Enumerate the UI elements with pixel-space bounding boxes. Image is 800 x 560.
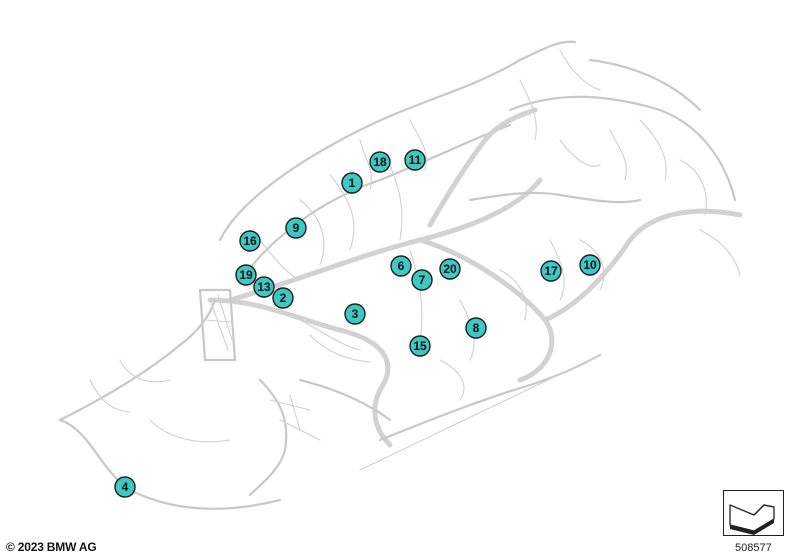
callout-15-label: 15 [413, 339, 427, 353]
callout-10[interactable]: 10 [579, 254, 601, 276]
callout-20[interactable]: 20 [439, 258, 461, 280]
callout-17-label: 17 [544, 264, 558, 278]
callout-15[interactable]: 15 [409, 335, 431, 357]
callout-18[interactable]: 18 [369, 151, 391, 173]
callout-2[interactable]: 2 [272, 287, 294, 309]
copyright-notice: © 2023 BMW AG [6, 540, 97, 554]
callout-7-label: 7 [419, 273, 426, 287]
callout-16-label: 16 [243, 234, 257, 248]
callout-13-label: 13 [257, 280, 271, 294]
callout-13[interactable]: 13 [253, 276, 275, 298]
callout-9-label: 9 [293, 221, 300, 235]
callout-4-label: 4 [122, 480, 129, 494]
callout-8-label: 8 [473, 321, 480, 335]
callout-9[interactable]: 9 [285, 217, 307, 239]
callout-19[interactable]: 19 [235, 264, 257, 286]
callout-4[interactable]: 4 [114, 476, 136, 498]
callout-11-label: 11 [409, 153, 422, 167]
callout-6-label: 6 [398, 259, 405, 273]
callout-3-label: 3 [352, 307, 359, 321]
callout-7[interactable]: 7 [411, 269, 433, 291]
callout-3[interactable]: 3 [344, 303, 366, 325]
callout-6[interactable]: 6 [390, 255, 412, 277]
callout-17[interactable]: 17 [540, 260, 562, 282]
callout-20-label: 20 [443, 262, 457, 276]
callout-10-label: 10 [583, 258, 597, 272]
callout-16[interactable]: 16 [239, 230, 261, 252]
callout-2-label: 2 [280, 291, 287, 305]
callout-18-label: 18 [373, 155, 387, 169]
callout-1[interactable]: 1 [341, 172, 363, 194]
callout-19-label: 19 [239, 268, 253, 282]
callout-8[interactable]: 8 [465, 317, 487, 339]
callout-11[interactable]: 11 [404, 149, 426, 171]
callout-markers: 1 18 11 16 9 19 13 2 6 7 20 [114, 149, 601, 498]
orientation-arrow-icon [723, 490, 784, 536]
reference-number: 508577 [735, 542, 772, 554]
callout-1-label: 1 [349, 176, 356, 190]
